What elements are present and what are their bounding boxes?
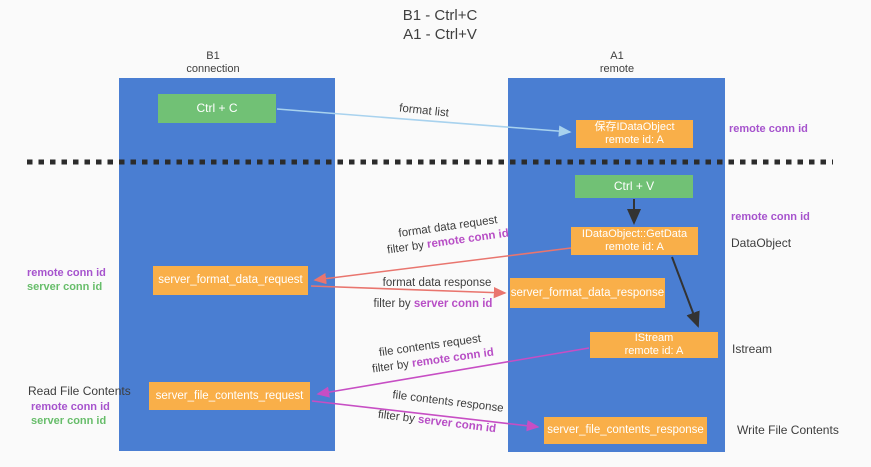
annotation-left-server-conn-id-mid: server conn id <box>27 281 103 293</box>
node-server-file-contents-response-label: server_file_contents_response <box>547 424 704 436</box>
annotation-read-file-contents: Read File Contents <box>28 384 131 398</box>
annotation-write-file-contents: Write File Contents <box>737 423 839 437</box>
filter-prefix: filter by <box>386 238 428 257</box>
diagram-title-line2: A1 - Ctrl+V <box>403 26 477 43</box>
node-ctrl-v-label: Ctrl + V <box>613 179 655 193</box>
annotation-left-remote-conn-id-bottom: remote conn id <box>31 401 110 413</box>
annotation-remote-conn-id-top: remote conn id <box>729 123 808 135</box>
node-server-file-contents-request: server_file_contents_request <box>149 382 310 410</box>
annotation-left-server-conn-id-bottom: server conn id <box>31 415 107 427</box>
filter-prefix: filter by <box>373 298 414 310</box>
lane-a1-title: A1 <box>610 50 624 62</box>
lane-a1-subtitle: remote <box>599 63 635 75</box>
node-ctrl-v: Ctrl + V <box>575 175 693 198</box>
filter-prefix: filter by <box>371 357 413 376</box>
node-server-format-data-response-label: server_format_data_response <box>510 286 665 299</box>
node-save-idataobject: 保存IDataObject remote id: A <box>576 120 693 148</box>
node-save-idataobject-line2: remote id: A <box>605 134 664 146</box>
annotation-left-remote-conn-id-mid: remote conn id <box>27 267 106 279</box>
diagram-title-line1: B1 - Ctrl+C <box>402 7 478 24</box>
lane-b1-title: B1 <box>206 50 220 62</box>
node-server-file-contents-request-label: server_file_contents_request <box>155 389 304 402</box>
arrow-label-format-list: format list <box>398 102 450 120</box>
filter-key-server-conn-id: server conn id <box>413 298 493 310</box>
node-idataobject-getdata-line1: IDataObject::GetData <box>581 228 688 240</box>
arrow-label-format-data-response-filter: filter by server conn id <box>374 298 493 310</box>
arrow-label-file-contents-response-filter: filter by server conn id <box>377 409 496 435</box>
node-idataobject-getdata-line2: remote id: A <box>605 241 664 253</box>
node-istream-line2: remote id: A <box>624 345 684 357</box>
node-ctrl-c-label: Ctrl + C <box>196 101 238 115</box>
lane-header-b1: B1 connection <box>133 50 293 76</box>
node-istream: IStream remote id: A <box>590 332 718 358</box>
node-ctrl-c: Ctrl + C <box>158 94 276 123</box>
lane-header-a1: A1 remote <box>537 50 697 76</box>
filter-key-server-conn-id: server conn id <box>417 413 497 436</box>
node-istream-line1: IStream <box>634 332 674 344</box>
node-server-file-contents-response: server_file_contents_response <box>544 417 707 444</box>
node-server-format-data-request-label: server_format_data_request <box>158 274 303 286</box>
node-save-idataobject-line1: 保存IDataObject <box>594 121 675 133</box>
node-server-format-data-response: server_format_data_response <box>510 278 665 308</box>
lane-b1-subtitle: connection <box>186 63 240 75</box>
node-idataobject-getdata: IDataObject::GetData remote id: A <box>571 227 698 255</box>
annotation-istream: Istream <box>732 342 773 356</box>
diagram-title: B1 - Ctrl+C A1 - Ctrl+V <box>300 6 580 44</box>
annotation-remote-conn-id-mid: remote conn id <box>731 211 810 223</box>
node-server-format-data-request: server_format_data_request <box>153 266 308 295</box>
arrow-label-file-contents-response: file contents response <box>391 389 505 415</box>
arrow-label-format-data-response: format data response <box>382 277 492 289</box>
annotation-dataobject: DataObject <box>731 236 792 250</box>
filter-prefix: filter by <box>377 408 419 426</box>
